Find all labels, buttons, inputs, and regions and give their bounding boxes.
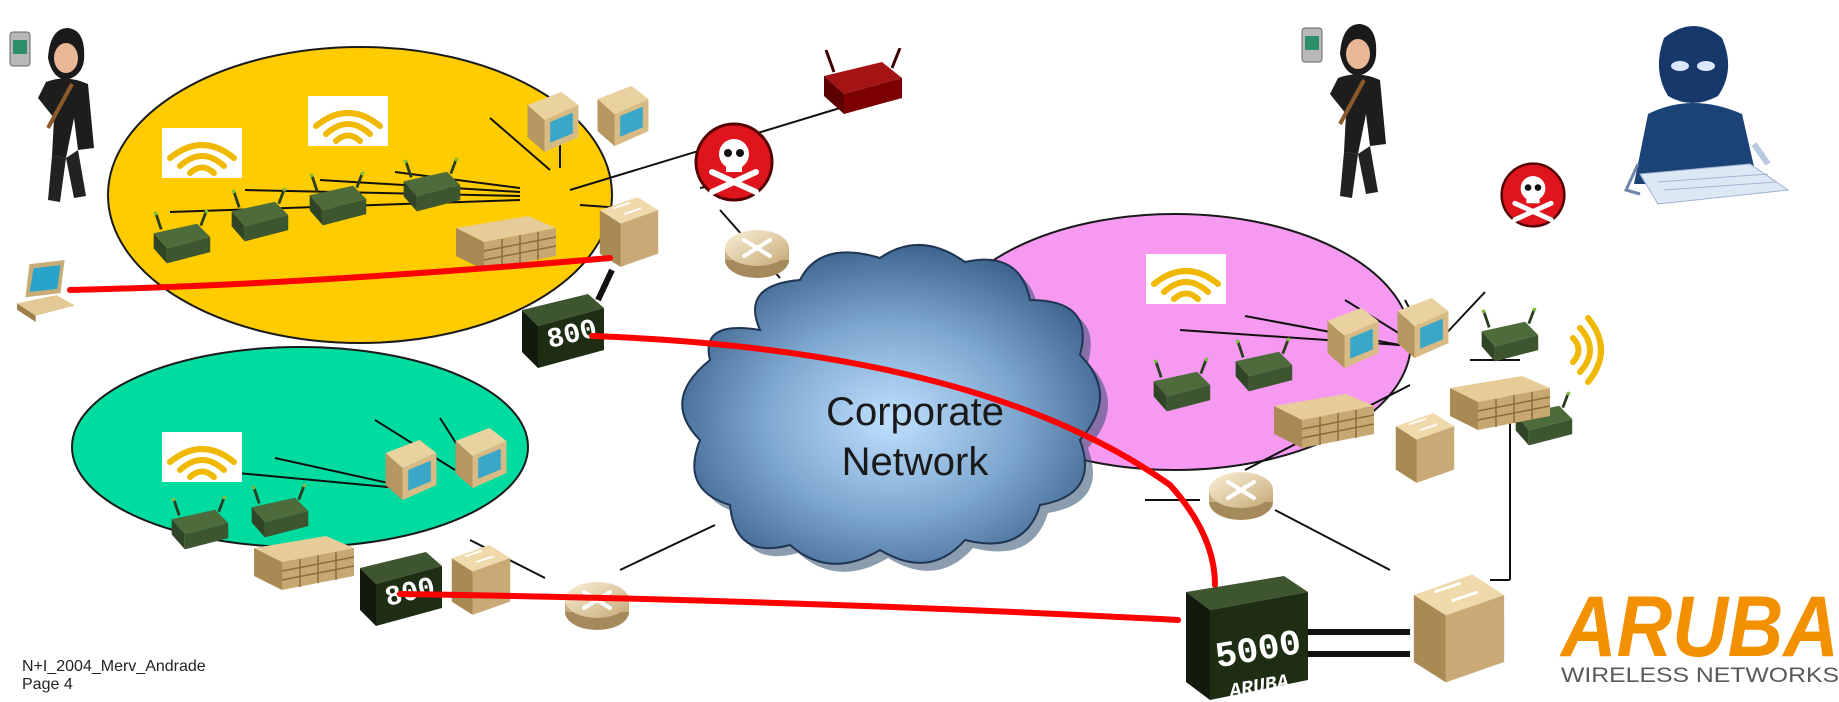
switch-icon: [1412, 572, 1506, 685]
controller-5000: 5000 ARUBA: [1186, 576, 1308, 702]
logo-name: ARUBA: [1559, 579, 1839, 675]
corporate-network-cloud: Corporate Network: [681, 244, 1108, 572]
router-icon: [723, 228, 791, 280]
desktop-pc-icon: [597, 85, 649, 147]
wifi-signal-icon: [162, 128, 242, 178]
secure-tunnels: [67, 255, 1218, 623]
skull-warning-icon: [1502, 164, 1565, 227]
laptop-icon: [17, 260, 75, 322]
cloud-label-line2: Network: [842, 440, 990, 484]
footer-page-number: Page 4: [22, 676, 73, 693]
tunnel-bottom-800: [397, 591, 1181, 623]
link-pc-to-controller: [595, 268, 615, 302]
access-point-icon: [1480, 306, 1540, 363]
wifi-signal-icon: [162, 432, 242, 482]
hacker-icon: [1623, 26, 1790, 205]
aruba-logo: ARUBA WIRELESS NETWORKS: [1559, 579, 1839, 687]
user-with-pda-icon: [1300, 22, 1388, 200]
cloud-label-line1: Corporate: [826, 390, 1004, 434]
switch-icon: [450, 543, 512, 616]
rogue-access-point-icon: [822, 48, 904, 116]
logo-tagline: WIRELESS NETWORKS: [1561, 664, 1839, 687]
controller-800-bottom: 800: [360, 552, 442, 626]
skull-warning-icon: [696, 124, 772, 200]
tunnel-top-800: [589, 333, 1218, 588]
switch-icon: [1394, 411, 1456, 484]
wifi-signal-icon: [1568, 310, 1618, 390]
footer-doc-id: N+I_2004_Merv_Andrade: [22, 658, 206, 675]
router-icon: [563, 580, 631, 632]
wifi-signal-icon: [308, 96, 388, 146]
wifi-signal-icon: [1146, 254, 1226, 304]
tunnel-laptop: [67, 255, 613, 293]
trunk-links: [1308, 629, 1410, 657]
user-with-pda-icon: [8, 26, 96, 204]
controller-800-top: 800: [522, 294, 604, 368]
desktop-pc-icon: [1397, 297, 1449, 359]
router-icon: [1207, 470, 1275, 522]
